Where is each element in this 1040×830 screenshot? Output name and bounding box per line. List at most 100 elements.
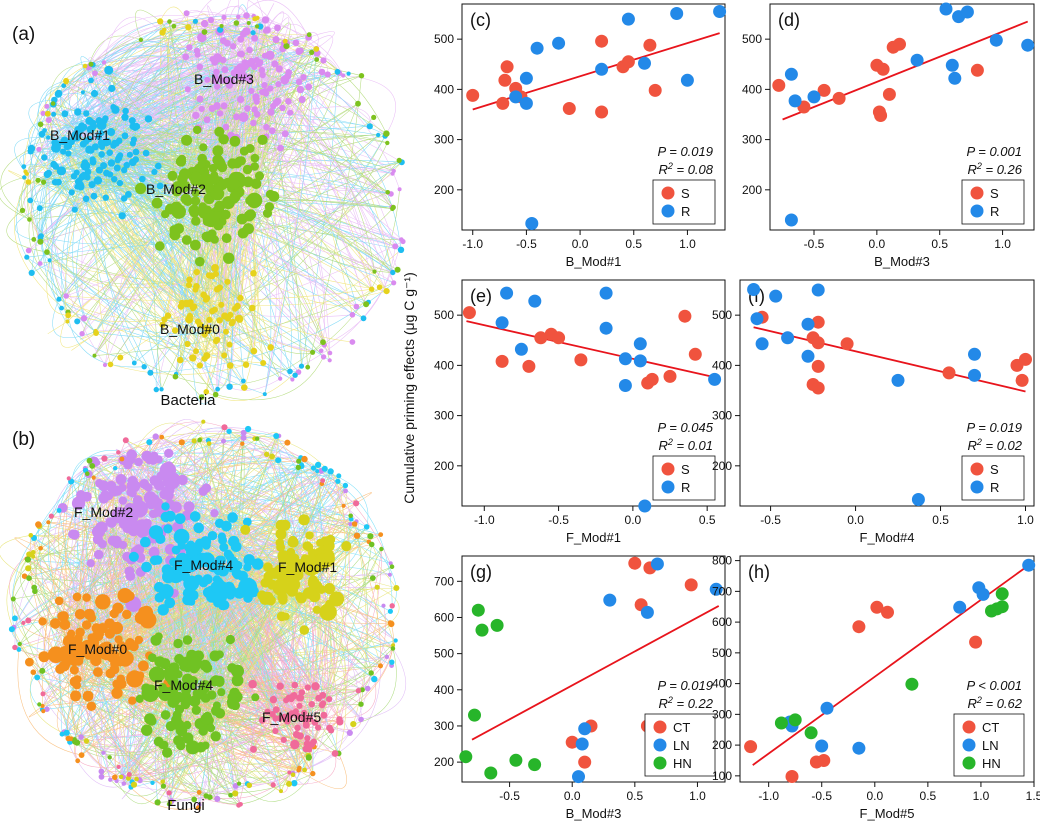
network-node [326,696,333,703]
network-node [83,110,90,117]
network-edge [12,554,45,657]
network-edge [115,95,241,111]
network-node [371,114,377,120]
network-node [19,207,26,214]
network-node [202,296,210,303]
network-edge [40,237,265,395]
network-node [107,755,112,760]
network-module-label: B_Mod#1 [50,127,110,143]
network-edge [272,772,290,793]
network-node [387,608,393,614]
network-node [44,110,51,117]
network-node [116,674,126,684]
network-node [341,503,346,508]
network-node [191,705,201,715]
data-point-r [552,36,566,50]
network-edge [53,104,196,182]
network-edge [222,5,247,61]
network-node [86,701,97,711]
network-node [51,178,59,186]
network-node [363,301,370,308]
network-node [223,328,229,335]
network-node [390,204,396,210]
network-node [190,656,202,668]
network-edge [0,535,31,579]
data-point-r [910,53,924,67]
network-node [137,529,146,538]
network-node [46,135,51,140]
network-node [21,620,26,626]
network-node [82,690,94,702]
network-edge [187,89,214,169]
data-point-hn [468,708,481,722]
network-node [233,20,240,26]
network-node [226,341,233,348]
network-node [237,781,242,786]
x-tick-label: 1.0 [973,789,990,803]
network-node [251,106,258,113]
network-node [280,736,287,744]
network-node [310,349,316,355]
network-panel-bacteria: B_Mod#3B_Mod#1B_Mod#2B_Mod#0(a)Bacteria [0,0,406,409]
network-node [374,584,380,590]
network-node [225,78,232,85]
network-node [335,478,341,484]
data-point-r [911,493,925,506]
network-edge [135,151,205,335]
network-node [58,611,69,622]
network-node [216,110,224,117]
network-node [117,152,124,159]
network-node [248,679,257,689]
network-node [128,696,137,705]
network-node [236,50,243,57]
network-node [171,204,186,219]
network-node [37,702,42,707]
network-node [136,671,145,680]
network-node [59,305,64,311]
network-edge [221,25,263,93]
y-tick-label: 400 [712,358,732,372]
network-node [261,82,268,89]
data-point-ln [815,739,829,753]
data-point-s [495,354,509,368]
network-node [176,740,186,751]
data-point-hn [475,623,489,637]
x-tick-label: -1.0 [474,513,495,527]
network-node [167,19,172,24]
network-node [189,354,197,362]
network-node [128,641,139,652]
data-point-r [599,321,613,335]
legend-label: R [681,480,690,495]
network-node [353,532,361,539]
network-node [252,93,260,101]
network-node [25,617,32,624]
network-node [108,84,116,93]
network-node [52,163,60,170]
network-edge [63,55,200,86]
network-node [327,350,333,356]
network-node [314,57,320,62]
data-point-s [811,359,825,373]
network-node [249,304,256,312]
network-node [257,590,267,601]
network-node [101,750,106,755]
network-node [281,612,290,621]
network-node [134,776,139,782]
network-edge [264,85,331,354]
network-node [211,78,218,85]
network-edge [189,213,268,305]
data-point-hn [788,713,802,727]
network-edge [42,148,94,163]
network-edge [239,53,359,104]
network-node [305,531,314,540]
network-node [257,134,268,145]
network-node [76,124,85,133]
network-node [346,729,353,737]
network-node [277,592,288,603]
network-node [254,24,260,29]
network-node [95,133,102,141]
network-node [178,299,185,306]
network-node [86,125,95,134]
x-tick-label: 0.0 [625,513,642,527]
